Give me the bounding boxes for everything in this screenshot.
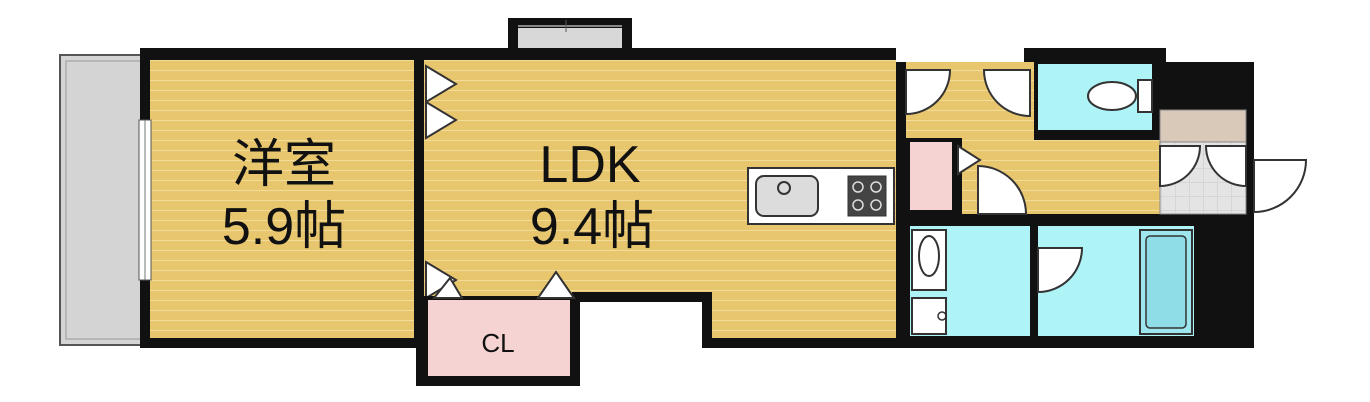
partition-wall — [414, 60, 424, 300]
ldk-size: 9.4帖 — [530, 198, 654, 256]
ldk-floor — [424, 60, 896, 338]
washbasin — [911, 229, 947, 291]
balcony-window — [138, 119, 152, 281]
western-room-floor — [150, 60, 414, 338]
sink — [755, 175, 819, 217]
hall-storage — [906, 138, 956, 214]
closet — [424, 270, 576, 380]
closet-name: CL — [481, 328, 514, 358]
western-room-size: 5.9帖 — [222, 198, 346, 256]
washer-space — [911, 297, 947, 335]
stove — [847, 175, 887, 217]
washroom — [906, 222, 1034, 340]
toilet-room — [1034, 60, 1156, 134]
western-room-name: 洋室 — [232, 136, 336, 194]
kitchen-counter — [747, 167, 895, 225]
ldk-name: LDK — [539, 136, 640, 194]
balcony — [59, 54, 147, 346]
sliding-door-marks — [425, 64, 458, 300]
door-swings — [905, 69, 1308, 294]
